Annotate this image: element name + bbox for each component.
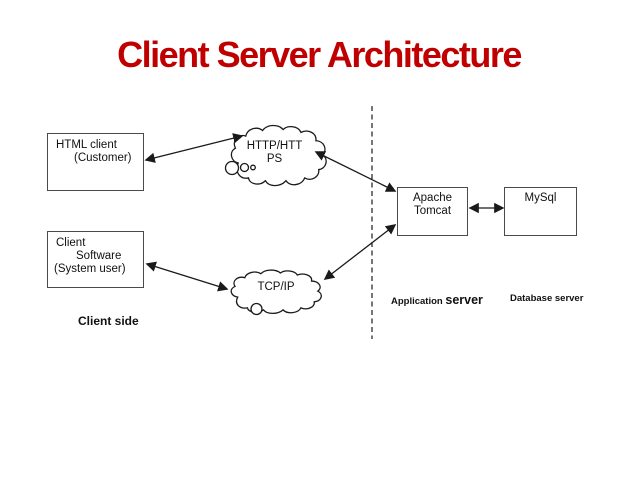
html-client-box: HTML client (Customer) bbox=[47, 133, 144, 191]
tcp-cloud-label: TCP/IP bbox=[227, 281, 325, 294]
arrow-tcpcloud-apache bbox=[323, 224, 397, 280]
node-label-line: MySql bbox=[524, 192, 557, 204]
node-label-line: PS bbox=[266, 153, 283, 165]
node-label-line: HTML client bbox=[56, 139, 117, 151]
mysql-box: MySql bbox=[504, 187, 577, 236]
client-side-label: Client side bbox=[78, 314, 139, 328]
http-cloud-bubble-medium bbox=[239, 162, 250, 173]
node-label-line: Apache bbox=[412, 192, 452, 204]
node-label-line: Software bbox=[76, 250, 122, 263]
http-cloud-label: HTTP/HTT PS bbox=[222, 140, 327, 166]
node-label-line: (Customer) bbox=[74, 152, 132, 165]
node-label-line: TCP/IP bbox=[257, 281, 295, 293]
application-server-label: Application server bbox=[391, 293, 483, 307]
node-label-line: Client bbox=[56, 237, 86, 249]
client-software-box: Client Software (System user) bbox=[47, 231, 144, 288]
application-server-label-emphasis: server bbox=[445, 293, 483, 307]
node-label-line: Tomcat bbox=[413, 205, 452, 218]
apache-tomcat-box: Apache Tomcat bbox=[397, 187, 468, 236]
arrow-clientsoftware-tcpcloud bbox=[145, 261, 229, 292]
arrow-htmlclient-httpcloud bbox=[144, 133, 244, 163]
node-label-line: (System user) bbox=[54, 263, 126, 276]
node-label-line: HTTP/HTT bbox=[246, 140, 303, 152]
http-cloud-bubble-small bbox=[250, 164, 256, 171]
tcp-cloud-bubble bbox=[250, 302, 263, 316]
arrow-httpcloud-apache bbox=[314, 151, 397, 192]
database-server-label: Database server bbox=[510, 293, 584, 304]
page-title: Client Server Architecture bbox=[117, 34, 522, 75]
application-server-label-prefix: Application bbox=[391, 296, 446, 307]
